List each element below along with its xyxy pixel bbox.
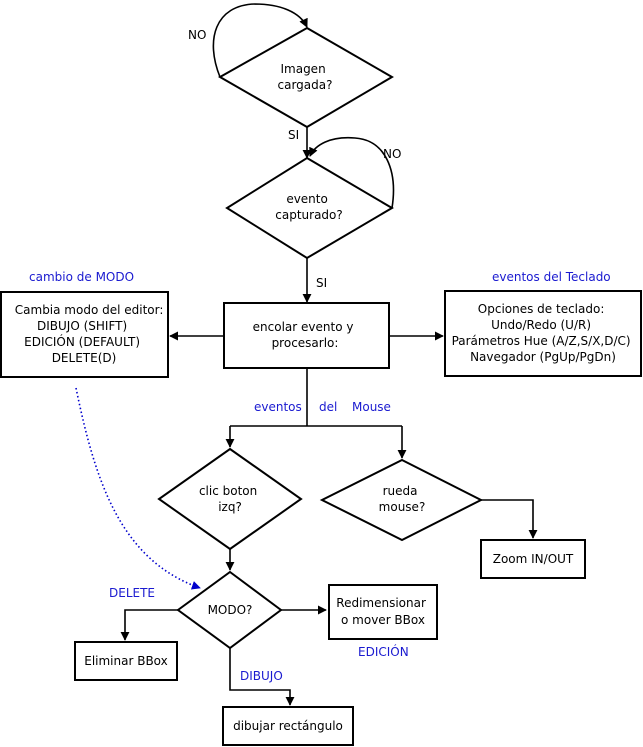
text-zoom: Zoom IN/OUT bbox=[493, 552, 574, 566]
box-zoom bbox=[480, 539, 586, 579]
label-no-evento: NO bbox=[383, 147, 401, 161]
box-dibujar bbox=[222, 706, 354, 746]
label-eventos-teclado: eventos del Teclado bbox=[492, 270, 611, 284]
arrow-modo-dibujar bbox=[229, 648, 295, 706]
text-encolar-evento: encolar evento y procesarlo: bbox=[253, 320, 358, 350]
text-dibujar: dibujar rectángulo bbox=[233, 719, 343, 733]
box-eliminar bbox=[74, 641, 178, 681]
decision-clic-boton bbox=[157, 447, 303, 551]
process-encolar-evento bbox=[223, 302, 390, 369]
label-cambio-de-modo: cambio de MODO bbox=[29, 270, 134, 284]
decision-evento-capturado bbox=[225, 156, 394, 260]
text-clic-boton: clic boton izq? bbox=[199, 484, 261, 514]
label-no-imagen: NO bbox=[188, 28, 206, 42]
box-redimensionar bbox=[328, 584, 438, 640]
dotted-arrow-modo-change bbox=[75, 387, 201, 590]
decision-modo bbox=[176, 570, 283, 650]
text-eliminar: Eliminar BBox bbox=[84, 654, 168, 668]
text-evento-capturado: evento capturado? bbox=[275, 192, 343, 222]
arrow-mouse-clic bbox=[230, 425, 402, 447]
text-cambia-modo: Cambia modo del editor: DIBUJO (SHIFT) E… bbox=[15, 303, 167, 365]
label-si-imagen: SI bbox=[288, 128, 299, 142]
arrow-modo-eliminar bbox=[120, 609, 178, 641]
loop-no-evento bbox=[309, 136, 395, 209]
text-imagen-cargada: Imagen cargada? bbox=[278, 62, 333, 92]
box-opciones-teclado bbox=[444, 290, 642, 377]
arrow-rueda-zoom bbox=[481, 499, 538, 539]
decision-rueda-mouse bbox=[319, 458, 484, 542]
loop-no-imagen bbox=[212, 3, 308, 78]
label-delete: DELETE bbox=[109, 586, 155, 600]
label-dibujo: DIBUJO bbox=[240, 669, 283, 683]
label-eventos-mouse: eventos del Mouse bbox=[254, 400, 391, 414]
label-edicion: EDICIÓN bbox=[358, 644, 409, 659]
text-redimensionar: Redimensionar o mover BBox bbox=[336, 596, 429, 627]
text-modo: MODO? bbox=[208, 603, 253, 617]
text-opciones-teclado: Opciones de teclado: Undo/Redo (U/R) Par… bbox=[452, 302, 635, 364]
label-si-evento: SI bbox=[316, 276, 327, 290]
decision-imagen-cargada bbox=[217, 26, 394, 129]
box-cambia-modo bbox=[0, 291, 169, 378]
text-rueda-mouse: rueda mouse? bbox=[379, 484, 426, 514]
